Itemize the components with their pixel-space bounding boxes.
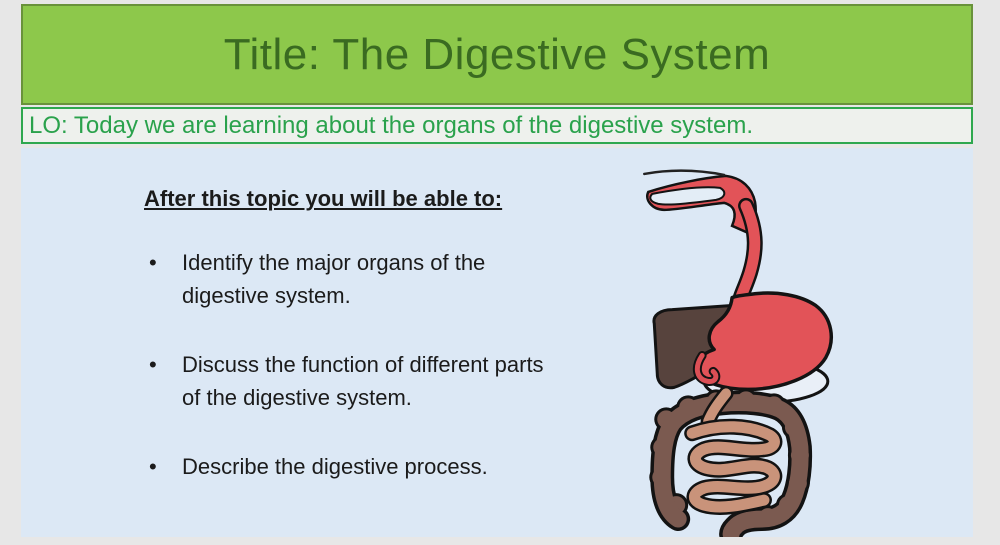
slide-title: Title: The Digestive System xyxy=(223,29,771,79)
bullet-item: • Describe the digestive process. xyxy=(144,450,617,483)
mouth-shape xyxy=(643,169,758,236)
objectives-heading: After this topic you will be able to: xyxy=(144,186,503,211)
lo-text: LO: Today we are learning about the orga… xyxy=(29,111,753,139)
content-panel: After this topic you will be able to: • … xyxy=(21,148,973,537)
objectives-list: • Identify the major organs of the diges… xyxy=(144,246,624,483)
tongue-shape xyxy=(649,186,726,206)
header-band: Title: The Digestive System xyxy=(21,4,973,105)
objectives-block: After this topic you will be able to: • … xyxy=(144,186,624,519)
bullet-item: • Discuss the function of different part… xyxy=(144,348,617,414)
upper-lip-line xyxy=(643,169,726,177)
bullet-marker: • xyxy=(149,250,157,275)
bullet-marker: • xyxy=(149,454,157,479)
bullet-text: Discuss the function of different parts xyxy=(182,352,544,377)
bullet-text: digestive system. xyxy=(182,283,351,308)
bullet-item: • Identify the major organs of the diges… xyxy=(144,246,617,312)
gallbladder-shape xyxy=(692,350,721,386)
bullet-marker: • xyxy=(149,352,157,377)
bullet-text: of the digestive system. xyxy=(182,385,412,410)
digestive-system-illustration xyxy=(628,148,888,537)
bullet-text: Describe the digestive process. xyxy=(182,454,488,479)
lo-banner: LO: Today we are learning about the orga… xyxy=(21,107,973,144)
bullet-text: Identify the major organs of the xyxy=(182,250,486,275)
small-intestine-shape xyxy=(684,385,783,515)
